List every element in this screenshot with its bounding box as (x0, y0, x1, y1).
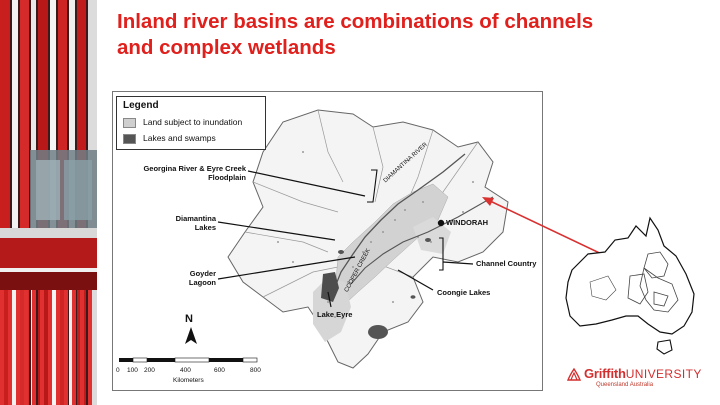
label-georgina-line-2: Floodplain (208, 173, 246, 182)
label-goyder-line-1: Goyder (189, 269, 216, 278)
label-diamantina-lakes-line-2: Lakes (194, 223, 216, 232)
slide-title-line-1: Inland river basins are combinations of … (117, 10, 594, 33)
label-channel-country: Channel Country (476, 259, 537, 268)
label-georgina-line-1: Georgina River & Eyre Creek (143, 164, 246, 173)
scale-tick: 200 (144, 367, 155, 374)
griffith-crest-icon (566, 367, 582, 381)
label-georgina-floodplain: Georgina River & Eyre Creek Floodplain (130, 164, 246, 182)
map-legend: Legend Land subject to inundation Lakes … (116, 96, 266, 150)
legend-swatch-lakes (123, 134, 136, 144)
logo-name-regular: UNIVERSITY (625, 367, 702, 381)
legend-label: Lakes and swamps (143, 133, 216, 143)
north-arrow-icon: N (185, 313, 193, 325)
basin-map-drawing (119, 109, 509, 369)
scale-unit: Kilometers (173, 377, 204, 384)
logo-name-bold: Griffith (584, 366, 626, 381)
australia-inset-map (565, 216, 695, 355)
scale-tick: 800 (250, 367, 261, 374)
logo-subtitle: Queensland Australia (596, 382, 654, 388)
logo-wordmark: GriffithUNIVERSITY (584, 366, 702, 381)
label-diamantina-lakes-line-1: Diamantina (175, 214, 216, 223)
label-windorah: WINDORAH (446, 218, 489, 227)
building-photo (0, 0, 97, 405)
scale-tick: 400 (180, 367, 191, 374)
label-lake-eyre: Lake Eyre (317, 310, 353, 319)
legend-label: Land subject to inundation (143, 117, 243, 127)
label-goyder-lagoon: Goyder Lagoon (170, 269, 216, 287)
scale-tick: 0 (116, 367, 120, 374)
legend-swatch-inundation (123, 118, 136, 128)
basin-map (112, 91, 543, 391)
legend-title: Legend (123, 100, 159, 111)
label-coongie-lakes: Coongie Lakes (437, 288, 491, 297)
label-goyder-line-2: Lagoon (188, 278, 216, 287)
scale-tick: 600 (214, 367, 225, 374)
scale-tick: 100 (127, 367, 138, 374)
label-diamantina-lakes: Diamantina Lakes (160, 214, 216, 232)
slide-title-line-2: and complex wetlands (117, 36, 336, 59)
griffith-university-logo: GriffithUNIVERSITY Queensland Australia (566, 366, 716, 396)
slide-title: Inland river basins are combinations of … (117, 9, 707, 61)
